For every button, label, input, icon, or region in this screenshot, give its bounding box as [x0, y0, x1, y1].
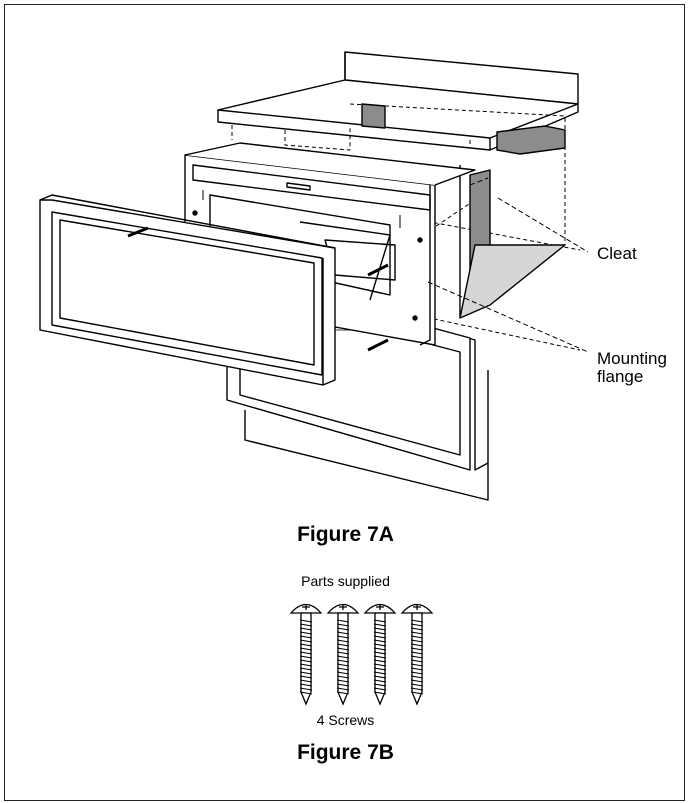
countertop [217, 51, 579, 151]
figure-7b-title: Figure 7B [297, 741, 394, 764]
mounting-flange-label-1: Mounting [597, 349, 667, 368]
leader-lines [427, 177, 589, 353]
figure-7a-drawing [39, 51, 589, 501]
flange-leader [427, 281, 589, 353]
front-panel [39, 194, 336, 386]
cleat-label: Cleat [597, 244, 637, 263]
page-border [4, 4, 685, 801]
mounting-flange-label-2: flange [597, 367, 644, 386]
figure-7a-title: Figure 7A [297, 523, 394, 546]
cabinet-box [244, 165, 566, 501]
parts-supplied-caption: Parts supplied [301, 573, 390, 589]
cleat-leader [497, 197, 589, 253]
assembly-screws [127, 210, 423, 352]
four-screws-caption: 4 Screws [316, 712, 375, 728]
